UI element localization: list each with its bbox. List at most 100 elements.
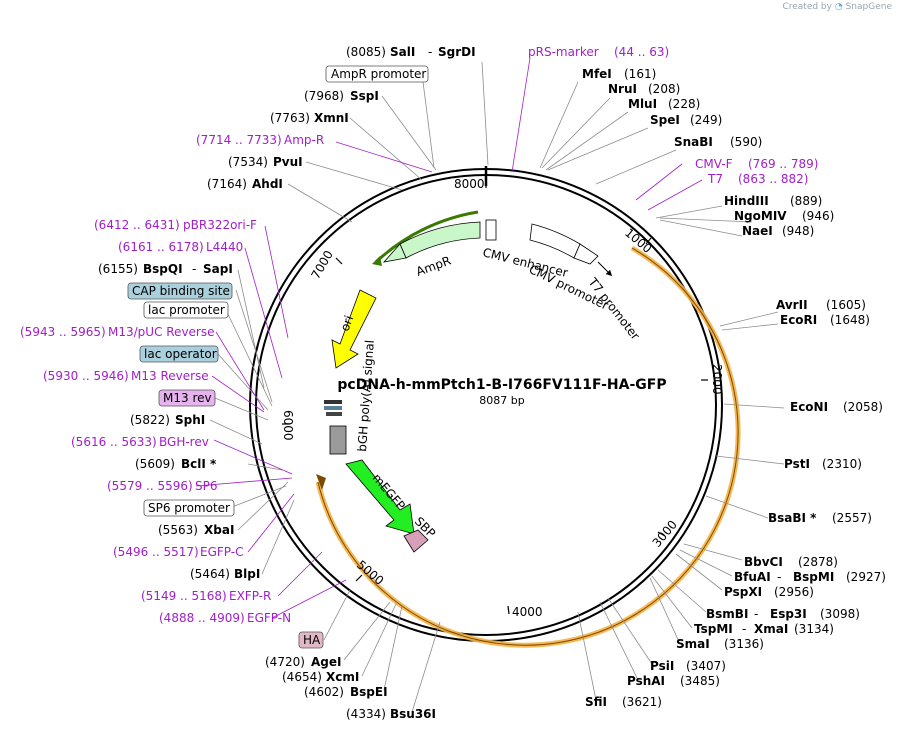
site-esp3i: Esp3I: [770, 607, 807, 621]
site-xcmi: (4720): [265, 655, 305, 669]
svg-text:(5943 .. 5965): (5943 .. 5965): [20, 325, 106, 339]
svg-text:(3407): (3407): [686, 659, 726, 673]
site-bsu36i: Bsu36I: [390, 707, 436, 721]
svg-text:(7714 .. 7733): (7714 .. 7733): [196, 133, 282, 147]
svg-text:(3485): (3485): [680, 674, 720, 688]
ampr-feature: [399, 221, 481, 259]
svg-text:(1605): (1605): [826, 298, 866, 312]
svg-text:(7968): (7968): [304, 89, 344, 103]
svg-text:(208): (208): [648, 82, 680, 96]
site-sapi: SapI: [203, 262, 233, 276]
primer-l4440: L4440: [206, 240, 243, 254]
tick-6000: 6000: [281, 410, 295, 441]
svg-text:(6161 .. 6178): (6161 .. 6178): [118, 240, 204, 254]
svg-text:(4888 .. 4909): (4888 .. 4909): [159, 611, 245, 625]
site-bspqi: BspQI: [143, 262, 183, 276]
site-nrui: NruI: [608, 82, 637, 96]
ori-feature: [331, 289, 377, 369]
svg-text:(1648): (1648): [830, 313, 870, 327]
site-bsabi: BsaBI *: [768, 511, 817, 525]
box-m13-rev: [158, 389, 216, 407]
site-pshai: PshAI: [627, 674, 665, 688]
svg-text:-: -: [192, 262, 196, 276]
box-sp6-promoter: [143, 499, 235, 517]
created-by-text: Created by: [782, 2, 832, 12]
megfp-feature: [345, 459, 415, 535]
svg-text:(948): (948): [782, 224, 814, 238]
site-sali-pos: (8085): [346, 45, 386, 59]
svg-text:(889): (889): [790, 194, 822, 208]
primer-m13-puc-reverse: M13/pUC Reverse: [108, 325, 215, 339]
site-bfuai: BfuAI: [734, 570, 771, 584]
svg-text:(590): (590): [730, 135, 762, 149]
svg-text:-: -: [742, 622, 746, 636]
site-mfei: MfeI: [582, 67, 612, 81]
tick-8000: 8000: [454, 177, 485, 191]
svg-text:(769 .. 789): (769 .. 789): [748, 157, 818, 171]
primer-amp-r: Amp-R: [284, 133, 324, 147]
svg-text:lac operator: lac operator: [144, 347, 217, 361]
svg-text:(6155): (6155): [98, 262, 138, 276]
snapgene-logo-icon: ◔: [834, 2, 843, 12]
svg-text:M13 rev: M13 rev: [163, 391, 212, 405]
brand-name: SnapGene: [845, 2, 892, 12]
primer-prs-marker-range: (44 .. 63): [614, 45, 669, 59]
svg-text:(3136): (3136): [724, 637, 764, 651]
primer-pbr322ori-f: pBR322ori-F: [183, 218, 257, 232]
svg-text:(228): (228): [668, 97, 700, 111]
svg-text:(5609): (5609): [135, 457, 175, 471]
svg-text:(161): (161): [624, 67, 656, 81]
svg-text:(7763): (7763): [270, 111, 310, 125]
svg-text:(7534): (7534): [228, 155, 268, 169]
svg-text:(249): (249): [690, 113, 722, 127]
svg-text:(5149 .. 5168): (5149 .. 5168): [141, 589, 227, 603]
svg-text:(4654): (4654): [282, 670, 322, 684]
site-pvui: PvuI: [273, 155, 303, 169]
svg-text:(946): (946): [802, 209, 834, 223]
primer-egfp-n: EGFP-N: [247, 611, 291, 625]
site-ahdi: AhdI: [252, 177, 283, 191]
svg-text:(7164): (7164): [207, 177, 247, 191]
svg-text:(5563): (5563): [158, 523, 198, 537]
primer-exfp-r: EXFP-R: [229, 589, 271, 603]
sbp-feature: [403, 529, 429, 553]
tick-2000: 2000: [710, 364, 724, 395]
svg-text:HA: HA: [303, 633, 321, 647]
svg-text:(5930 .. 5946): (5930 .. 5946): [43, 369, 129, 383]
svg-text:(5579 .. 5596): (5579 .. 5596): [107, 479, 193, 493]
box-cap-binding-site: [127, 282, 233, 300]
svg-text:(2878): (2878): [798, 555, 838, 569]
site-psii: PsiI: [650, 659, 674, 673]
svg-text:XcmI: XcmI: [326, 670, 359, 684]
label-bgh: bGH poly(A) signal: [355, 339, 377, 452]
site-agei: AgeI: [311, 655, 341, 669]
cmv-enhancer-feature: [529, 223, 581, 259]
site-naei: NaeI: [742, 224, 773, 238]
ampr-promoter-box: [485, 219, 497, 241]
site-sfii: SfiI: [585, 695, 607, 709]
site-spei: SpeI: [650, 113, 680, 127]
svg-text:(2058): (2058): [843, 400, 883, 414]
site-xmai: XmaI: [754, 622, 788, 636]
primer-bgh-rev: BGH-rev: [159, 435, 209, 449]
site-avrii: AvrII: [776, 298, 808, 312]
site-bspei: BspEI: [350, 685, 388, 699]
primer-sp6: SP6: [195, 479, 218, 493]
svg-text:(6412 .. 6431): (6412 .. 6431): [94, 218, 180, 232]
primer-m13-reverse: M13 Reverse: [131, 369, 209, 383]
label-ampr: AmpR: [414, 253, 452, 278]
box-lac-operator: [139, 345, 219, 363]
svg-text:-: -: [754, 607, 758, 621]
snapgene-brand: Created by ◔ SnapGene: [782, 2, 892, 12]
site-hindiii: HindIII: [724, 194, 769, 208]
site-snabi: SnaBI: [674, 135, 713, 149]
svg-text:(2557): (2557): [832, 511, 872, 525]
site-sgrdi: SgrDI: [438, 45, 476, 59]
svg-text:(5616 .. 5633): (5616 .. 5633): [71, 435, 157, 449]
primer-leaders: [195, 57, 703, 619]
site-psti: PstI: [784, 457, 810, 471]
site-econi: EcoNI: [790, 400, 828, 414]
primer-t7: T7: [707, 172, 723, 186]
site-ngomiv: NgoMIV: [734, 209, 787, 223]
